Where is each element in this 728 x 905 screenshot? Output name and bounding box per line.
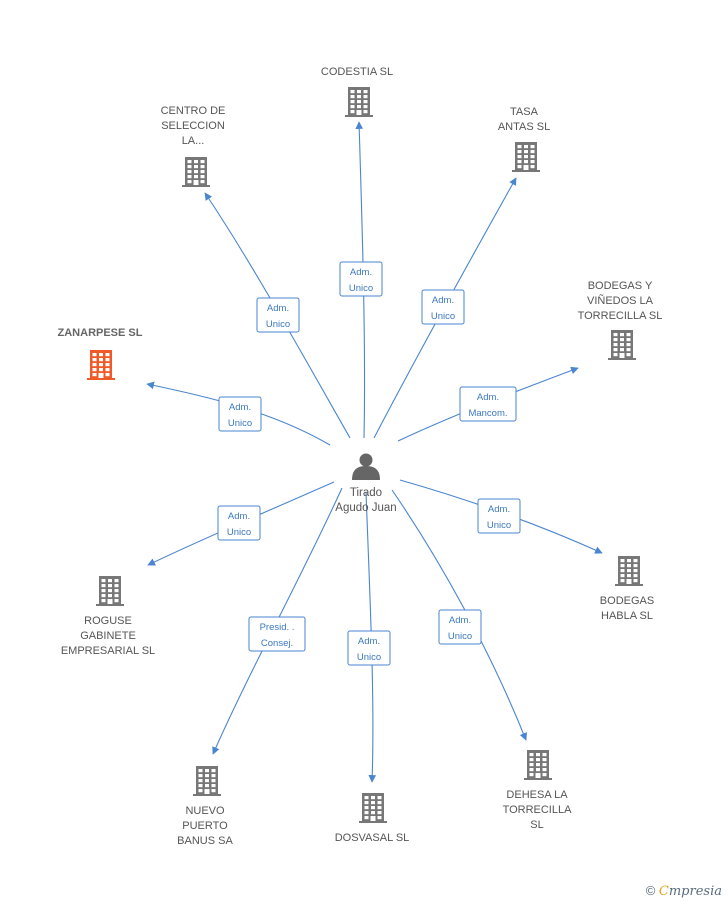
role-text: Unico [487,520,511,531]
role-badge-dehesa[interactable]: Adm. Unico [438,609,482,645]
company-label: BANUS SA [177,835,233,847]
role-box [459,386,517,422]
building-icon [359,793,387,823]
role-box [347,630,391,666]
company-label: HABLA SL [601,610,653,622]
building-icon [524,750,552,780]
role-badge-tasa[interactable]: Adm. Unico [421,289,465,325]
brand-initial: C [658,884,669,899]
company-node-dosvasal[interactable]: DOSVASAL SL [335,793,410,844]
role-text: Unico [227,527,251,538]
company-label: BODEGAS Y [588,280,653,292]
company-label: VIÑEDOS LA [587,294,654,307]
role-box [218,396,262,432]
role-text: Adm. [358,636,380,647]
building-icon [512,142,540,172]
role-badge-centro[interactable]: Adm. Unico [256,297,300,333]
company-label: ROGUSE [84,615,132,627]
role-box [339,261,383,297]
role-badge-codestia[interactable]: Adm. Unico [339,261,383,297]
company-label: PUERTO [182,820,228,832]
company-label: SELECCION [161,120,225,132]
company-label: SL [530,819,543,831]
company-node-roguse[interactable]: ROGUSE GABINETE EMPRESARIAL SL [61,576,155,657]
company-node-tasa[interactable]: TASA ANTAS SL [498,106,550,172]
role-text: Adm. [488,504,510,515]
role-badge-nuevo-puerto[interactable]: Presid. . Consej. [248,616,306,652]
role-text: Unico [357,652,381,663]
brand-name: mpresia [668,884,722,899]
role-text: Adm. [449,615,471,626]
role-badge-roguse[interactable]: Adm. Unico [217,505,261,541]
role-badge-bodegas-habla[interactable]: Adm. Unico [477,498,521,534]
role-text: Adm. [350,267,372,278]
role-text: Mancom. [468,408,507,419]
role-text: Adm. [229,402,251,413]
person-name: Agudo Juan [335,502,396,514]
role-text: Adm. [228,511,250,522]
role-box [248,616,306,652]
company-label: BODEGAS [600,595,654,607]
company-label: CENTRO DE [161,105,226,117]
roles-layer: Adm.UnicoAdm.UnicoAdm.UnicoAdm.Mancom.Ad… [217,261,521,666]
company-node-bodegas-habla[interactable]: BODEGAS HABLA SL [600,556,654,622]
role-box [438,609,482,645]
person-name: Tirado [350,487,382,499]
company-label: TORRECILLA [503,804,573,816]
company-label: LA... [182,135,205,147]
building-icon [615,556,643,586]
edge-dehesa [391,489,527,741]
role-text: Unico [349,283,373,294]
role-text: Presid. . [260,622,295,633]
company-label: GABINETE [80,630,136,642]
building-icon [345,87,373,117]
building-icon [193,766,221,796]
building-icon [182,157,210,187]
edges-layer [146,121,603,783]
role-text: Unico [266,319,290,330]
company-label: DOSVASAL SL [335,832,410,844]
company-node-codestia[interactable]: CODESTIA SL [321,66,393,117]
person-icon [352,453,380,480]
company-node-dehesa[interactable]: DEHESA LA TORRECILLA SL [503,750,573,831]
company-label: ZANARPESE SL [58,327,143,339]
company-node-centro[interactable]: CENTRO DE SELECCION LA... [161,105,226,187]
company-label: ANTAS SL [498,121,550,133]
role-box [477,498,521,534]
nodes-layer: CODESTIA SL CENTRO DE SELECCION LA... TASA AN… [58,66,663,847]
company-node-zanarpese[interactable]: ZANARPESE SL [58,327,143,380]
role-text: Unico [228,418,252,429]
watermark: © Cmpresia [646,883,722,899]
role-box [217,505,261,541]
role-box [421,289,465,325]
building-icon [87,350,115,380]
building-icon [608,330,636,360]
role-text: Unico [448,631,472,642]
role-badge-zanarpese[interactable]: Adm. Unico [218,396,262,432]
role-badge-bodegas-vinedos[interactable]: Adm. Mancom. [459,386,517,422]
company-label: DEHESA LA [506,789,568,801]
company-node-bodegas-vinedos[interactable]: BODEGAS Y VIÑEDOS LA TORRECILLA SL [578,280,663,360]
copyright-icon: © [645,883,656,898]
building-icon [96,576,124,606]
company-label: NUEVO [185,805,225,817]
role-text: Consej. [261,638,293,649]
role-text: Adm. [267,303,289,314]
company-node-nuevo-puerto[interactable]: NUEVO PUERTO BANUS SA [177,766,233,847]
role-text: Unico [431,311,455,322]
role-text: Adm. [477,392,499,403]
company-label: CODESTIA SL [321,66,393,78]
role-box [256,297,300,333]
company-label: EMPRESARIAL SL [61,645,155,657]
company-label: TORRECILLA SL [578,310,663,322]
role-text: Adm. [432,295,454,306]
role-badge-dosvasal[interactable]: Adm. Unico [347,630,391,666]
company-label: TASA [510,106,539,118]
